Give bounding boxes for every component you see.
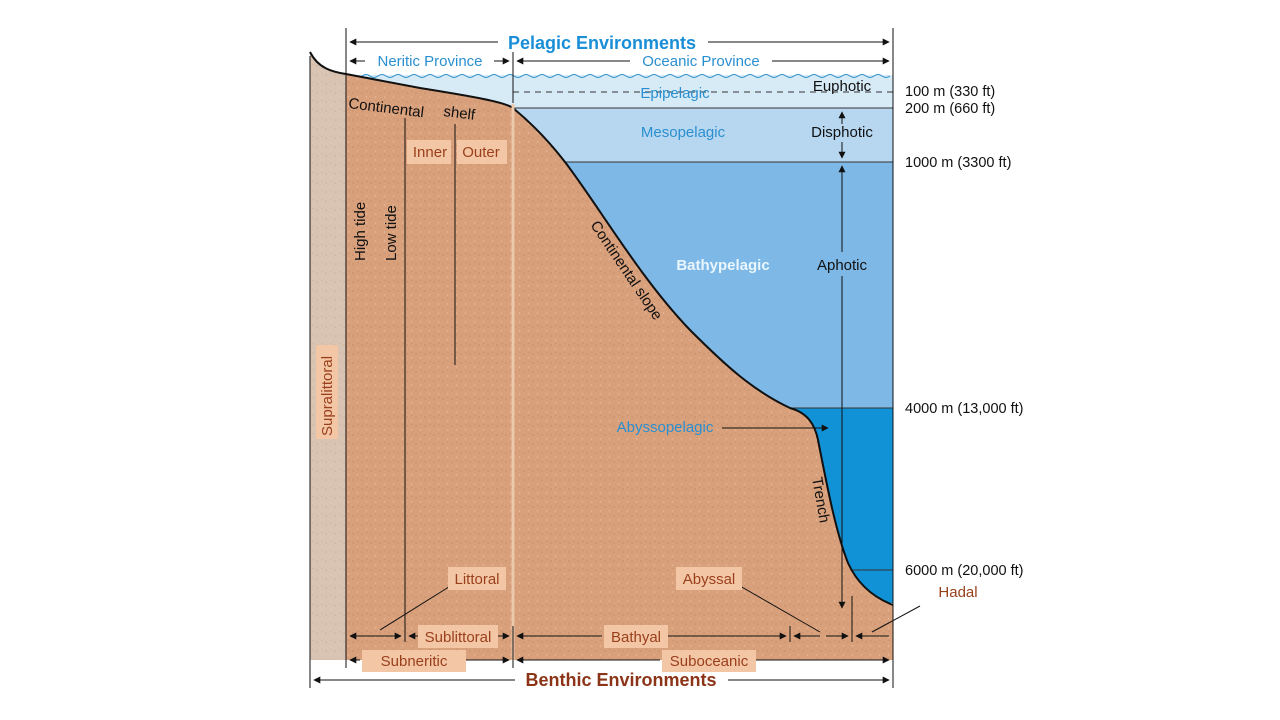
supralittoral-label: Supralittoral [319,356,336,436]
suboceanic-label: Suboceanic [670,653,749,670]
depth-4000-label: 4000 m (13,000 ft) [905,401,1024,417]
mesopelagic-label: Mesopelagic [641,124,726,141]
neritic-province-label: Neritic Province [377,53,482,70]
outer-label: Outer [462,144,500,161]
hadal-label: Hadal [938,584,977,601]
epipelagic-label: Epipelagic [640,85,710,102]
bathypelagic-label: Bathypelagic [676,257,769,274]
sea-surface [345,74,891,78]
depth-200-label: 200 m (660 ft) [905,101,995,117]
depth-6000-label: 6000 m (20,000 ft) [905,563,1024,579]
subneritic-label: Subneritic [381,653,448,670]
littoral-label: Littoral [454,571,499,588]
inner-label: Inner [413,144,447,161]
low-tide-label: Low tide [383,205,400,261]
depth-1000-label: 1000 m (3300 ft) [905,155,1011,171]
pelagic-title: Pelagic Environments [508,33,696,53]
bathyal-label: Bathyal [611,629,661,646]
euphotic-label: Euphotic [813,78,872,95]
abyssopelagic-label: Abyssopelagic [617,419,714,436]
abyssal-label: Abyssal [683,571,736,588]
sublittoral-label: Sublittoral [425,629,492,646]
depth-100-label: 100 m (330 ft) [905,84,995,100]
shelf-label: shelf [443,103,477,124]
benthic-title: Benthic Environments [525,670,716,690]
aphotic-label: Aphotic [817,257,868,274]
disphotic-label: Disphotic [811,124,873,141]
high-tide-label: High tide [352,202,369,261]
sea-floor-outline [309,51,894,606]
oceanic-province-label: Oceanic Province [642,53,760,70]
